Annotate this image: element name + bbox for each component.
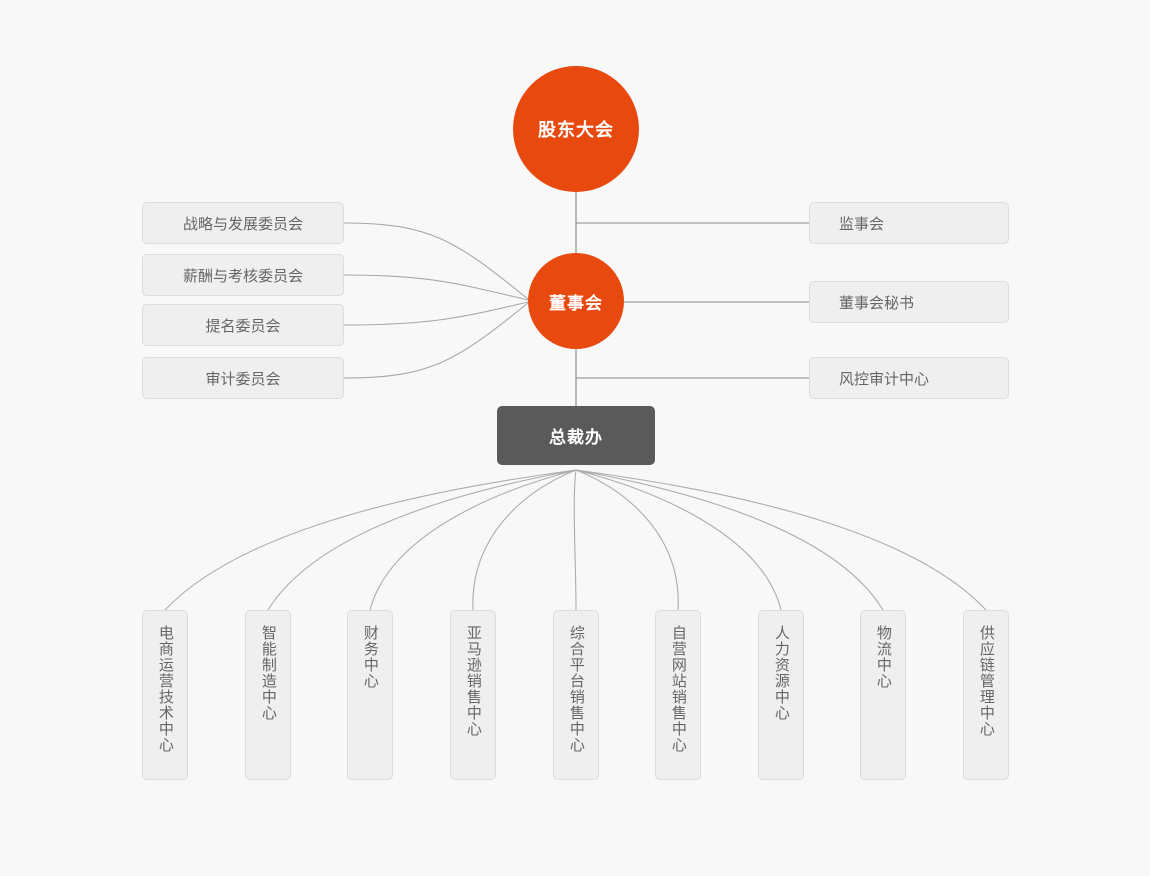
node-shareholders-meeting[interactable]: 股东大会 (513, 66, 639, 192)
unit-label: 董事会秘书 (839, 293, 915, 312)
unit-label: 监事会 (839, 214, 885, 233)
department-label: 物流中心 (874, 625, 893, 689)
department-label: 人力资源中心 (772, 625, 791, 721)
department-label: 电商运营技术中心 (156, 625, 175, 753)
committee-label: 提名委员会 (205, 316, 281, 335)
department-box-logistics[interactable]: 物流中心 (860, 610, 906, 780)
department-box-finance[interactable]: 财务中心 (347, 610, 393, 780)
department-box-smart-manufacturing[interactable]: 智能制造中心 (245, 610, 291, 780)
unit-box-board-secretary[interactable]: 董事会秘书 (809, 281, 1009, 323)
committee-label: 审计委员会 (205, 369, 281, 388)
department-box-amazon-sales[interactable]: 亚马逊销售中心 (450, 610, 496, 780)
department-label: 亚马逊销售中心 (464, 625, 483, 737)
edge-dept-3 (472, 469, 577, 611)
edge-committee-0 (343, 222, 529, 300)
committee-box-audit[interactable]: 审计委员会 (142, 357, 344, 399)
edge-dept-8 (575, 469, 987, 611)
department-box-own-website-sales[interactable]: 自营网站销售中心 (655, 610, 701, 780)
edge-dept-7 (575, 469, 884, 611)
node-president-office[interactable]: 总裁办 (497, 406, 655, 465)
edge-dept-2 (369, 469, 577, 611)
unit-label: 风控审计中心 (839, 369, 930, 388)
department-box-supply-chain-management[interactable]: 供应链管理中心 (963, 610, 1009, 780)
department-box-integrated-platform-sales[interactable]: 综合平台销售中心 (553, 610, 599, 780)
committee-label: 薪酬与考核委员会 (182, 266, 303, 285)
edge-dept-4 (573, 469, 577, 611)
department-box-ecommerce-operations-tech[interactable]: 电商运营技术中心 (142, 610, 188, 780)
edge-dept-6 (575, 469, 782, 611)
committee-box-compensation-appraisal[interactable]: 薪酬与考核委员会 (142, 254, 344, 296)
committee-box-nomination[interactable]: 提名委员会 (142, 304, 344, 346)
department-label: 综合平台销售中心 (567, 625, 586, 753)
committee-box-strategy-development[interactable]: 战略与发展委员会 (142, 202, 344, 244)
unit-box-supervisory-board[interactable]: 监事会 (809, 202, 1009, 244)
edge-dept-0 (164, 469, 577, 611)
edge-committee-3 (343, 302, 529, 379)
department-label: 供应链管理中心 (977, 625, 996, 737)
node-shareholders-label: 股东大会 (538, 120, 614, 141)
edge-committee-2 (343, 301, 529, 326)
node-board-of-directors[interactable]: 董事会 (528, 253, 624, 349)
committee-label: 战略与发展委员会 (182, 214, 303, 233)
department-label: 智能制造中心 (259, 625, 278, 721)
node-board-label: 董事会 (549, 293, 603, 314)
unit-box-risk-audit-center[interactable]: 风控审计中心 (809, 357, 1009, 399)
edge-committee-1 (343, 274, 529, 301)
edge-dept-1 (267, 469, 577, 611)
department-label: 财务中心 (361, 625, 380, 689)
department-box-human-resources[interactable]: 人力资源中心 (758, 610, 804, 780)
edge-dept-5 (575, 469, 679, 611)
department-label: 自营网站销售中心 (669, 625, 688, 753)
node-president-label: 总裁办 (549, 428, 603, 448)
